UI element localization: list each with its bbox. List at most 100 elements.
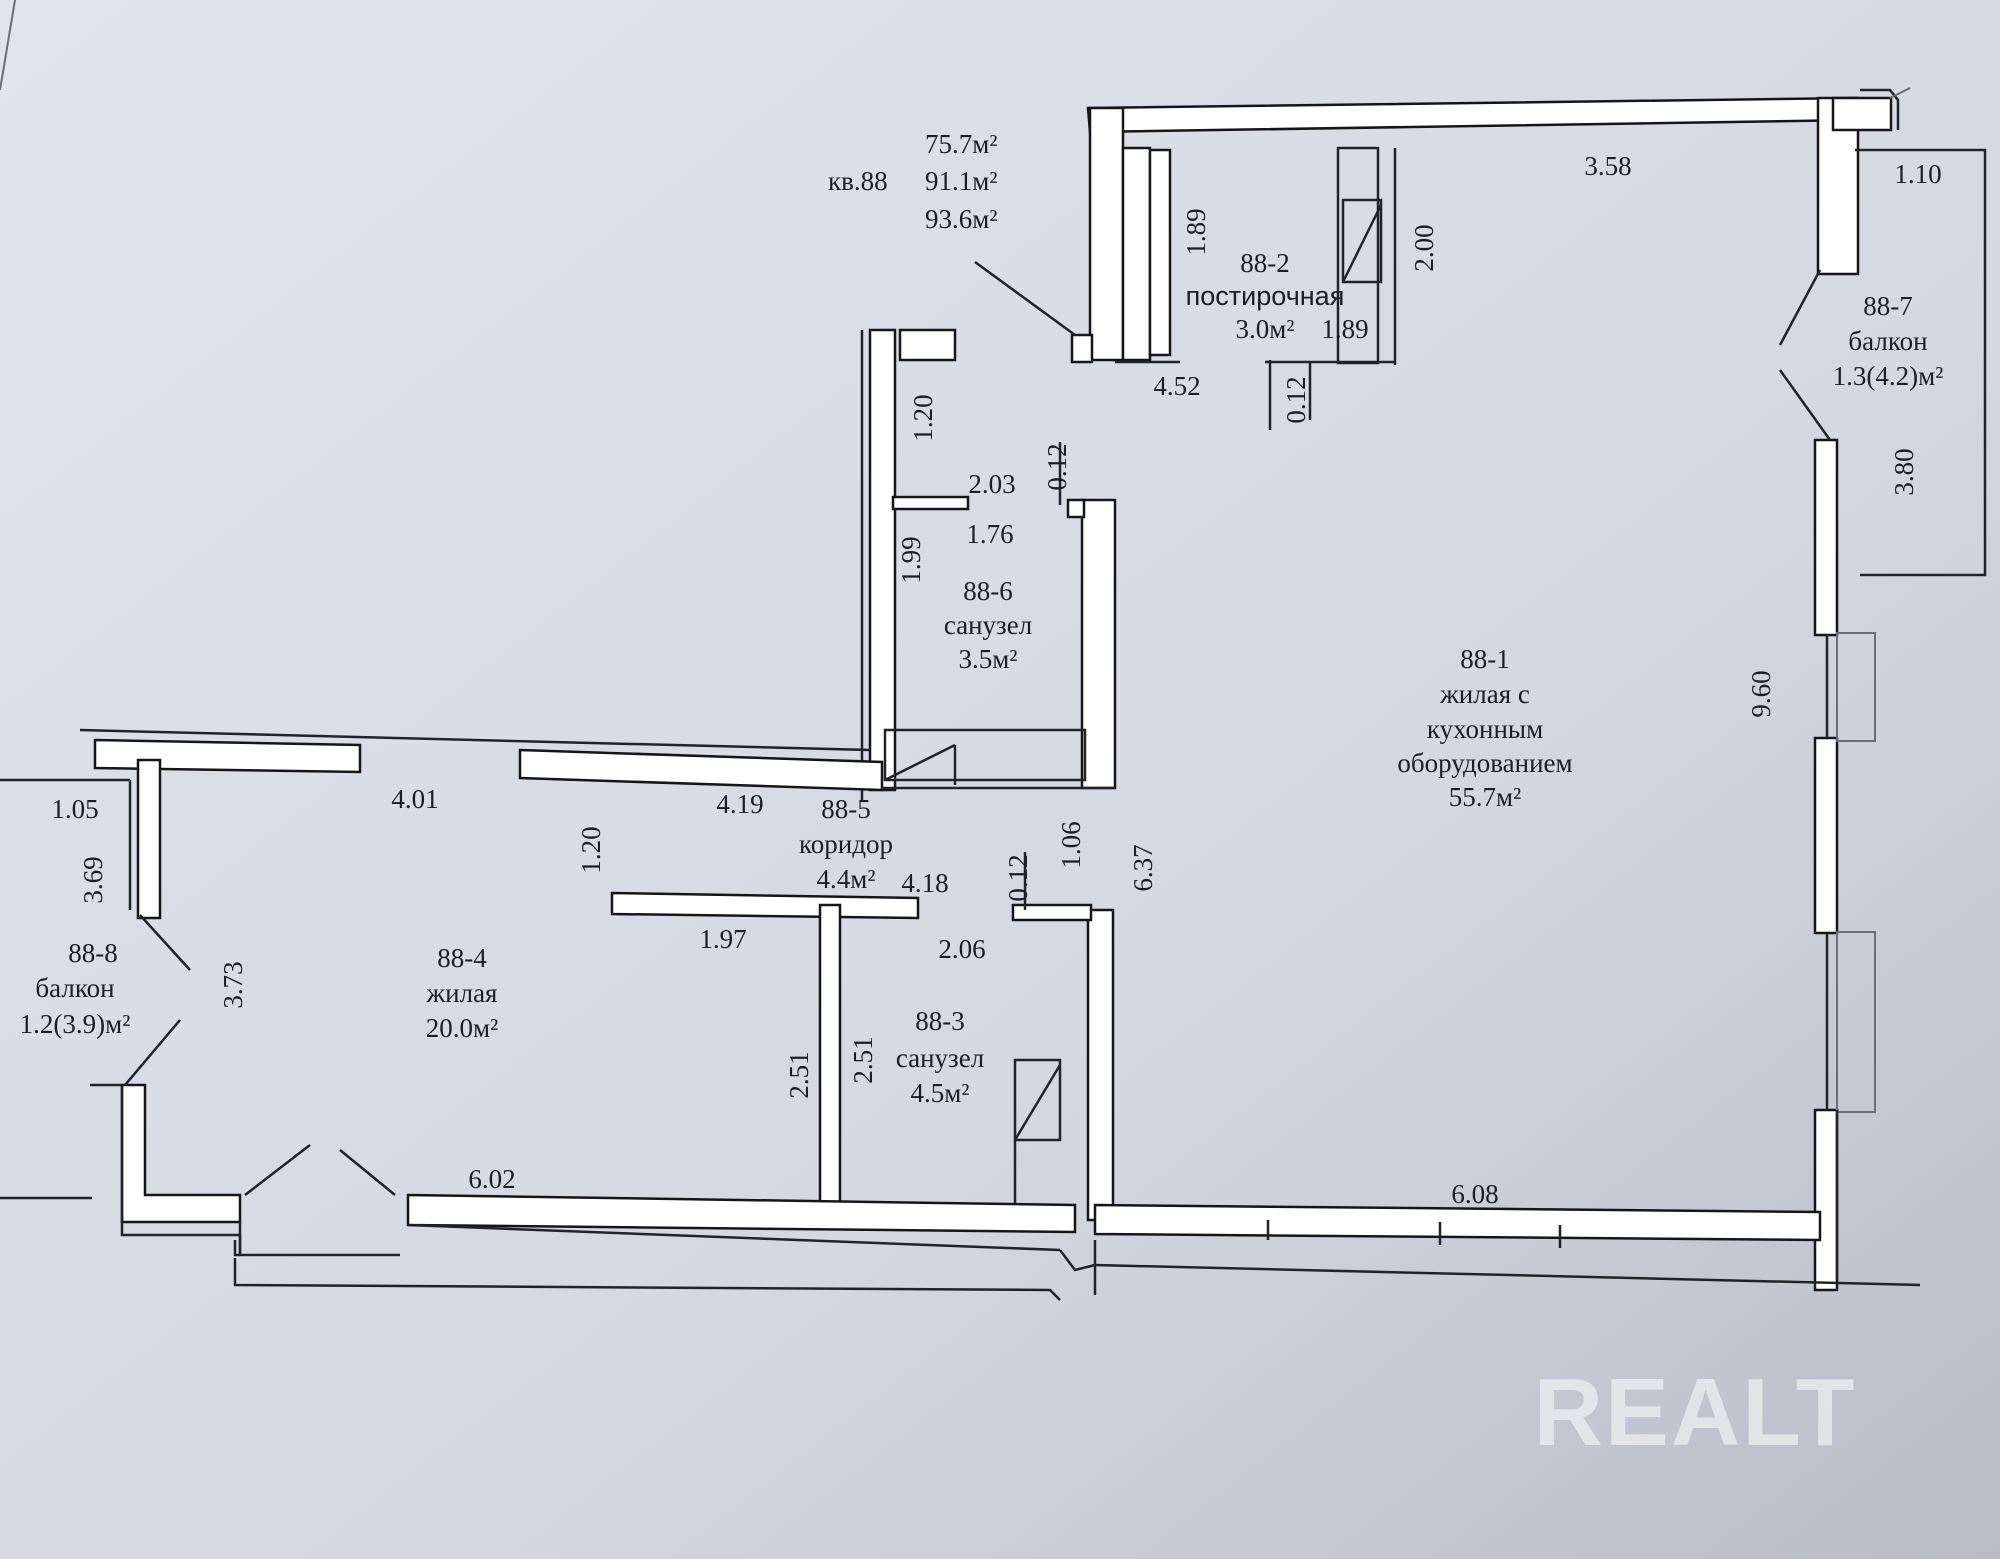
flat-label: кв.88 [828,166,888,196]
dim-3-80: 3.80 [1889,448,1919,495]
wall-laundry-partition [1148,148,1172,357]
dim-1-20-mid: 1.20 [576,826,606,873]
wall-bottom-outer-left [407,1223,1061,1252]
room-88-7-code: 88-7 [1863,291,1913,321]
dim-1-10: 1.10 [1894,159,1941,189]
dim-6-08: 6.08 [1451,1179,1498,1209]
walls [0,87,1987,1301]
dim-1-99: 1.99 [896,536,926,583]
dim-3-58: 3.58 [1584,151,1631,181]
leader-balcony-8b [124,1019,181,1086]
room-88-8-line-1: балкон [35,973,114,1003]
dim-0-12-a: 0.12 [1281,376,1311,423]
room-88-5-line-1: коридор [799,829,893,859]
entrance-swing [244,1144,396,1196]
leader-flat-area [974,260,1076,337]
laundry-box [1341,198,1383,284]
dim-2-51-right: 2.51 [848,1036,878,1083]
leader-balcony-7b [1778,369,1832,441]
room-88-1-line-3: оборудованием [1397,748,1572,778]
entrance-outer [90,1083,400,1257]
dim-3-69: 3.69 [78,856,108,903]
wall-corridor-partition [610,891,920,920]
bath3-box [1013,1058,1062,1142]
dim-9-60: 9.60 [1746,670,1776,717]
room-88-6-area: 3.5м² [959,644,1018,674]
bath6-diagonal [884,743,956,782]
paper-edge-line [0,0,16,91]
dim-1-06: 1.06 [1056,821,1086,868]
room-88-4-code: 88-4 [437,943,487,973]
bottom-joint [1059,1249,1096,1272]
room-88-2-area: 3.0м² [1236,314,1295,344]
window-sill-1 [1836,632,1876,742]
room-88-6-line-1: санузел [944,610,1032,640]
dim-1-97: 1.97 [699,924,746,954]
room-88-8-area: 1.2(3.9)м² [20,1009,131,1039]
wall-bath3-right [1086,908,1115,1222]
flat-area-1: 75.7м² [925,129,997,159]
dim-4-01: 4.01 [391,784,438,814]
dim-0-12-c: 0.12 [1003,854,1033,901]
wall-bottom-outer-right [1094,1263,1921,1287]
wall-right-segment-1 [1813,438,1839,637]
balcony-left-frame [0,778,132,910]
wall-right-segment-2 [1813,736,1839,935]
realt-watermark: REALT [1534,1359,1857,1466]
bath6-lower-frame [883,728,1087,782]
room-88-2-code: 88-2 [1240,248,1290,278]
flat-area-2: 91.1м² [925,166,997,196]
wall-laundry-left [1088,106,1125,362]
room-88-7-area: 1.3(4.2)м² [1833,361,1944,391]
dim-4-19: 4.19 [716,789,763,819]
dim-2-51-left: 2.51 [784,1051,814,1098]
dim-1-89-horizontal: 1.89 [1321,314,1368,344]
wall-bath3-left [818,903,842,1207]
bath3-box-diagonal [1013,1064,1062,1141]
wall-laundry-stub [1070,333,1094,364]
room-88-4-area: 20.0м² [426,1013,498,1043]
flat-area-3: 93.6м² [925,204,997,234]
wall-bath6-top-stub [898,328,957,362]
room-88-1-area: 55.7м² [1449,782,1521,812]
dim-2-06: 2.06 [938,934,985,964]
leader-balcony-7a [1778,269,1822,346]
dim-6-02: 6.02 [468,1164,515,1194]
wall-right-segment-3 [1813,1108,1839,1292]
wall-left-vertical [136,758,162,920]
leader-lines [124,260,1832,1086]
wall-bath3-stub [1011,903,1093,922]
dim-6-37: 6.37 [1128,844,1158,891]
wall-mid-left [93,738,362,774]
wall-right-corner [1831,96,1893,132]
entrance-detail [233,1222,242,1257]
leader-balcony-8a [139,914,191,971]
wall-laundry-inner [1121,146,1152,362]
room-88-2-line-1: постирочная [1186,281,1345,311]
wall-mid-right [518,748,884,792]
ledge-outer [233,1258,1061,1301]
room-88-3-code: 88-3 [915,1006,965,1036]
wall-bottom-right [1093,1203,1822,1242]
room-88-1-code: 88-1 [1460,644,1510,674]
room-88-3-area: 4.5м² [911,1078,970,1108]
room-88-4-line-1: жилая [426,978,498,1008]
dim-3-73: 3.73 [218,961,248,1008]
room-labels: кв.88 75.7м² 91.1м² 93.6м² 88-1 жилая с … [20,129,1944,1108]
balcony-right-frame [1855,148,1987,577]
wall-bottom-left [406,1193,1077,1234]
room-88-8-code: 88-8 [68,938,118,968]
dim-4-52: 4.52 [1153,371,1200,401]
dim-2-03: 2.03 [968,469,1015,499]
dim-1-05: 1.05 [51,794,98,824]
room-88-7-line-1: балкон [1848,326,1927,356]
wall-bath6-right [1080,498,1117,790]
dim-1-20-top: 1.20 [908,394,938,441]
room-88-5-area: 4.4м² [817,864,876,894]
wall-bath6-partition [891,495,970,511]
room-88-6-code: 88-6 [963,576,1013,606]
room-88-5-code: 88-5 [821,794,871,824]
corner-tick [1889,87,1911,99]
laundry-box-diagonal [1341,204,1383,283]
